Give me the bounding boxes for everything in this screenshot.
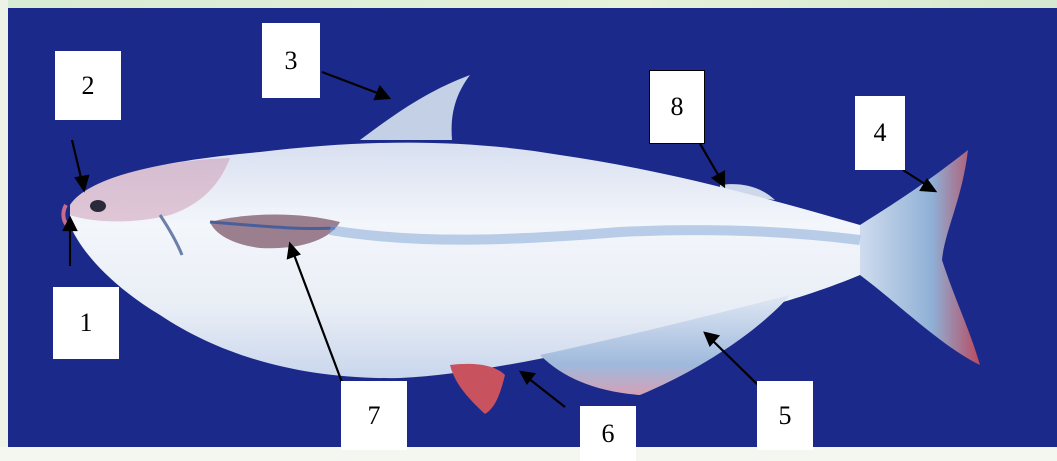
dorsal-fin bbox=[360, 75, 470, 140]
label-5: 5 bbox=[757, 381, 813, 450]
pelvic-fin bbox=[450, 364, 505, 414]
label-1: 1 bbox=[53, 287, 119, 359]
label-6: 6 bbox=[580, 406, 636, 461]
arrow-6 bbox=[528, 378, 565, 407]
label-2: 2 bbox=[55, 51, 121, 120]
label-3: 3 bbox=[262, 23, 320, 98]
label-7: 7 bbox=[341, 381, 407, 450]
arrow-5 bbox=[712, 340, 758, 385]
tail-fin bbox=[860, 150, 980, 365]
eye bbox=[90, 200, 106, 212]
label-4: 4 bbox=[855, 96, 905, 170]
arrow-2 bbox=[72, 140, 82, 182]
arrow-3 bbox=[322, 72, 380, 94]
label-8: 8 bbox=[649, 70, 705, 144]
